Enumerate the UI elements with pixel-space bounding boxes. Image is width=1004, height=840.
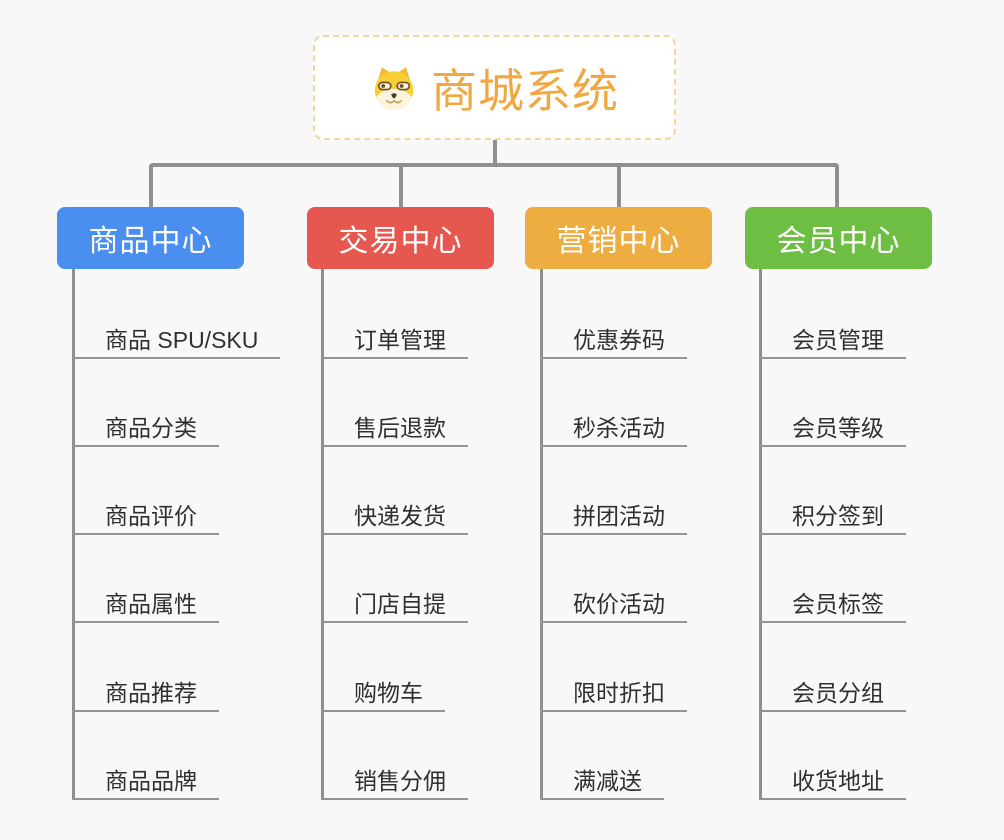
leaf-label: 商品属性 <box>105 591 197 617</box>
branch-node-2[interactable]: 交易中心 <box>307 207 494 269</box>
leaf-node[interactable]: 售后退款 <box>321 413 468 447</box>
root-node[interactable]: 商城系统 <box>313 35 676 140</box>
leaf-label: 会员等级 <box>792 415 884 441</box>
leaf-node[interactable]: 会员分组 <box>759 678 906 712</box>
leaf-label: 销售分佣 <box>354 768 446 794</box>
leaf-node[interactable]: 商品评价 <box>72 501 219 535</box>
leaf-label: 售后退款 <box>354 415 446 441</box>
leaf-label: 拼团活动 <box>573 503 665 529</box>
leaf-node[interactable]: 秒杀活动 <box>540 413 687 447</box>
leaf-node[interactable]: 商品分类 <box>72 413 219 447</box>
branch-label: 会员中心 <box>776 225 901 258</box>
leaf-label: 会员管理 <box>792 327 884 353</box>
branch-node-3[interactable]: 营销中心 <box>525 207 712 269</box>
leaf-node[interactable]: 商品 SPU/SKU <box>72 325 281 359</box>
leaf-label: 商品分类 <box>105 415 197 441</box>
leaf-node[interactable]: 积分签到 <box>759 501 906 535</box>
leaf-node[interactable]: 会员标签 <box>759 589 906 623</box>
branch-connector-drop <box>617 167 621 207</box>
leaf-label: 满减送 <box>573 768 642 794</box>
leaf-node[interactable]: 满减送 <box>540 766 664 800</box>
leaf-label: 积分签到 <box>792 503 884 529</box>
leaf-label: 商品推荐 <box>105 680 197 706</box>
leaf-node[interactable]: 商品品牌 <box>72 766 219 800</box>
leaf-node[interactable]: 会员管理 <box>759 325 906 359</box>
branch-label: 营销中心 <box>556 225 681 258</box>
leaf-node[interactable]: 销售分佣 <box>321 766 468 800</box>
leaf-label: 商品品牌 <box>105 768 197 794</box>
leaf-node[interactable]: 门店自提 <box>321 589 468 623</box>
leaf-node[interactable]: 优惠券码 <box>540 325 687 359</box>
branch-connector-drop <box>399 167 403 207</box>
leaf-node[interactable]: 拼团活动 <box>540 501 687 535</box>
leaf-label: 会员标签 <box>792 591 884 617</box>
leaf-label: 优惠券码 <box>573 327 665 353</box>
leaf-label: 砍价活动 <box>573 591 665 617</box>
root-title: 商城系统 <box>431 64 619 117</box>
leaf-node[interactable]: 砍价活动 <box>540 589 687 623</box>
leaf-node[interactable]: 收货地址 <box>759 766 906 800</box>
leaf-node[interactable]: 快递发货 <box>321 501 468 535</box>
dog-face-icon <box>374 66 414 110</box>
leaf-label: 商品评价 <box>105 503 197 529</box>
branch-node-4[interactable]: 会员中心 <box>745 207 932 269</box>
leaf-node[interactable]: 订单管理 <box>321 325 468 359</box>
leaf-node[interactable]: 商品属性 <box>72 589 219 623</box>
root-connector-stem <box>493 140 497 163</box>
leaf-node[interactable]: 购物车 <box>321 678 445 712</box>
branch-connector-bus <box>149 163 839 207</box>
leaf-label: 限时折扣 <box>573 680 665 706</box>
leaf-node[interactable]: 会员等级 <box>759 413 906 447</box>
leaf-label: 会员分组 <box>792 680 884 706</box>
leaf-node[interactable]: 商品推荐 <box>72 678 219 712</box>
leaf-label: 秒杀活动 <box>573 415 665 441</box>
leaf-label: 门店自提 <box>354 591 446 617</box>
branch-node-1[interactable]: 商品中心 <box>57 207 244 269</box>
branch-label: 商品中心 <box>88 225 213 258</box>
branch-label: 交易中心 <box>338 225 463 258</box>
leaf-label: 商品 SPU/SKU <box>105 327 259 353</box>
leaf-node[interactable]: 限时折扣 <box>540 678 687 712</box>
leaf-label: 购物车 <box>354 680 423 706</box>
leaf-label: 订单管理 <box>354 327 446 353</box>
leaf-label: 收货地址 <box>792 768 884 794</box>
leaf-label: 快递发货 <box>354 503 446 529</box>
